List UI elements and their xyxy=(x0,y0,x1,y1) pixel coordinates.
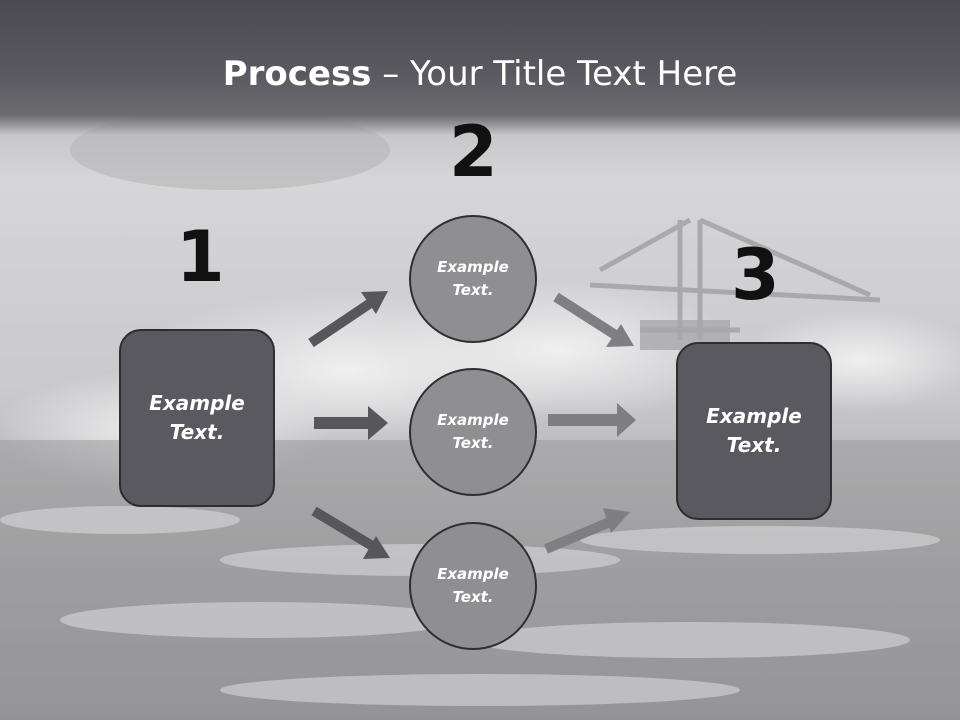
arrow-up-right-light xyxy=(544,508,630,554)
step-number-1: 1 xyxy=(176,216,225,298)
arrow-down-right xyxy=(311,506,390,559)
circle-top-label: Example Text. xyxy=(437,258,509,299)
slide-title: Process – Your Title Text Here xyxy=(0,52,960,96)
step-2-circle-top[interactable]: Example Text. xyxy=(409,215,537,343)
title-bold: Process xyxy=(222,54,372,94)
arrow-right-1 xyxy=(314,406,388,440)
circle-middle-label: Example Text. xyxy=(437,411,509,452)
arrow-down-right-light xyxy=(553,292,634,347)
title-band xyxy=(0,0,960,135)
step-1-box[interactable]: Example Text. xyxy=(119,329,275,507)
step-1-label: Example Text. xyxy=(149,391,245,444)
step-number-2: 2 xyxy=(449,111,498,193)
step-2-circle-bottom[interactable]: Example Text. xyxy=(409,522,537,650)
arrow-right-light xyxy=(548,403,636,437)
arrow-up-right xyxy=(308,291,388,348)
circle-bottom-label: Example Text. xyxy=(437,565,509,606)
step-3-box[interactable]: Example Text. xyxy=(676,342,832,520)
step-3-label: Example Text. xyxy=(706,404,802,457)
step-number-3: 3 xyxy=(731,234,780,316)
title-rest: – Your Title Text Here xyxy=(371,54,738,94)
step-2-circle-middle[interactable]: Example Text. xyxy=(409,368,537,496)
